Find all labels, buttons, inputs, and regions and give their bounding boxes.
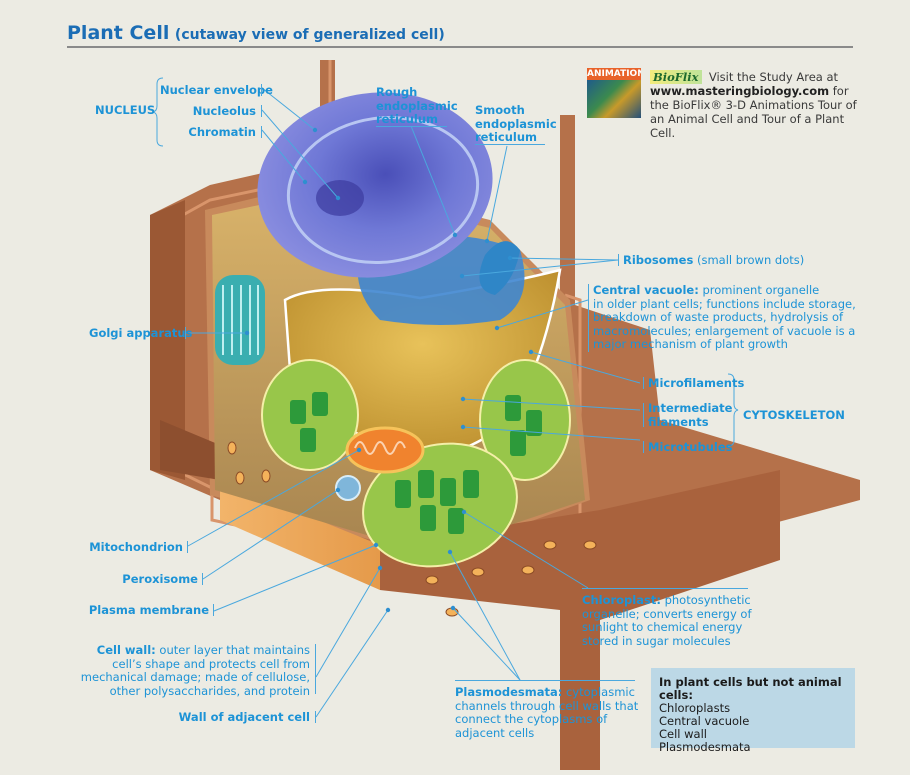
label-microtubules: Microtubules bbox=[648, 440, 733, 454]
golgi-shape bbox=[215, 275, 265, 365]
label-plasmodesmata: Plasmodesmata: cytoplasmic channels thro… bbox=[455, 685, 639, 740]
title-rule bbox=[67, 46, 853, 48]
label-peroxisome: Peroxisome bbox=[122, 572, 198, 586]
cytoskeleton-brace bbox=[727, 373, 739, 447]
chloroplast-shapes bbox=[261, 359, 571, 568]
smooth-er-shape bbox=[479, 241, 520, 295]
animation-tag: ANIMATION bbox=[587, 68, 641, 80]
label-nuclear-envelope: Nuclear envelope bbox=[160, 83, 273, 97]
label-mitochondrion: Mitochondrion bbox=[89, 540, 183, 554]
plasmodesmata-holes bbox=[227, 441, 597, 617]
plant-only-item: Central vacuole bbox=[659, 714, 750, 728]
plant-only-item: Cell wall bbox=[659, 727, 707, 741]
label-chromatin: Chromatin bbox=[188, 125, 256, 139]
peroxisome-shape bbox=[335, 475, 361, 501]
label-rough-er: Rough endoplasmic reticulum bbox=[376, 85, 458, 126]
animation-thumbnail[interactable]: ANIMATION bbox=[587, 68, 641, 118]
label-wall-of-adjacent-cell: Wall of adjacent cell bbox=[178, 710, 310, 724]
plant-only-features-box: In plant cells but not animal cells: Chl… bbox=[651, 668, 855, 754]
plant-only-item: Chloroplasts bbox=[659, 701, 731, 715]
label-cell-wall: Cell wall: outer layer that maintains ce… bbox=[80, 643, 310, 698]
label-nucleus-group: NUCLEUS bbox=[95, 103, 156, 117]
animation-image bbox=[587, 80, 641, 118]
label-microfilaments: Microfilaments bbox=[648, 376, 745, 390]
title-main: Plant Cell bbox=[67, 22, 170, 44]
title-subtitle: (cutaway view of generalized cell) bbox=[174, 27, 445, 43]
bioflix-promo: BioFlix Visit the Study Area at www.mast… bbox=[650, 70, 857, 140]
mastering-biology-link[interactable]: www.masteringbiology.com bbox=[650, 84, 830, 98]
nucleus-brace bbox=[152, 77, 164, 147]
label-central-vacuole: Central vacuole: prominent organelle in … bbox=[593, 283, 856, 351]
nucleus-shape bbox=[257, 92, 493, 278]
figure-title: Plant Cell (cutaway view of generalized … bbox=[67, 22, 445, 44]
label-cytoskeleton-group: CYTOSKELETON bbox=[743, 408, 845, 422]
plant-only-item: Plasmodesmata bbox=[659, 740, 751, 754]
leader-lines bbox=[185, 87, 641, 718]
bioflix-logo: BioFlix bbox=[650, 70, 702, 84]
label-intermediate-filaments: Intermediate filaments bbox=[648, 401, 733, 429]
label-nucleolus: Nucleolus bbox=[192, 104, 256, 118]
label-ribosomes: Ribosomes (small brown dots) bbox=[623, 253, 805, 267]
label-golgi-apparatus: Golgi apparatus bbox=[89, 326, 193, 340]
leader-dots bbox=[244, 127, 534, 613]
label-plasma-membrane: Plasma membrane bbox=[88, 603, 209, 617]
label-smooth-er: Smooth endoplasmic reticulum bbox=[475, 103, 557, 144]
label-chloroplast: Chloroplast: photosynthetic organelle; c… bbox=[582, 593, 752, 648]
plant-only-heading: In plant cells but not animal cells: bbox=[659, 675, 842, 702]
